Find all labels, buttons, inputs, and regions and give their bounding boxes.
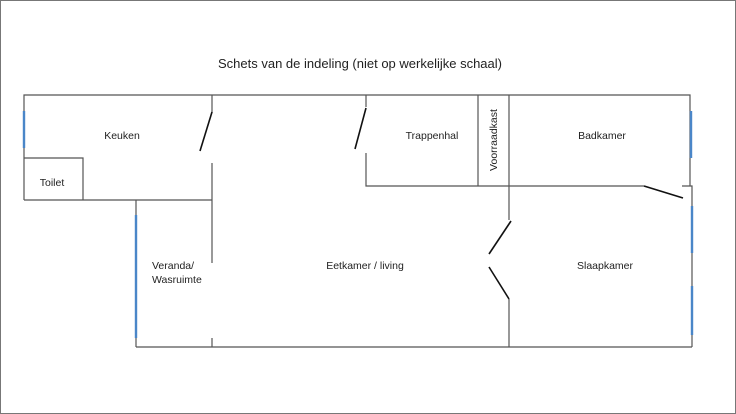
door-slaapkamer-top — [488, 220, 512, 255]
label-toilet: Toilet — [40, 177, 65, 189]
diagram-title: Schets van de indeling (niet op werkelij… — [218, 56, 502, 71]
label-slaapkamer: Slaapkamer — [577, 260, 634, 272]
label-badkamer: Badkamer — [578, 130, 626, 142]
windows — [22, 111, 694, 338]
label-voorraadkast: Voorraadkast — [488, 109, 500, 171]
label-eetkamer: Eetkamer / living — [326, 260, 404, 272]
label-veranda: Veranda/ — [152, 260, 194, 272]
room-labels: Keuken Toilet Trappenhal Voorraadkast Ba… — [40, 109, 634, 286]
label-trappenhal: Trappenhal — [406, 130, 459, 142]
door-trappenhal — [354, 107, 367, 150]
label-wasruimte: Wasruimte — [152, 274, 202, 286]
door-keuken — [199, 111, 213, 152]
label-keuken: Keuken — [104, 130, 140, 142]
door-slaapkamer-bottom — [488, 266, 510, 300]
door-badkamer — [643, 185, 684, 199]
doors — [199, 107, 684, 300]
